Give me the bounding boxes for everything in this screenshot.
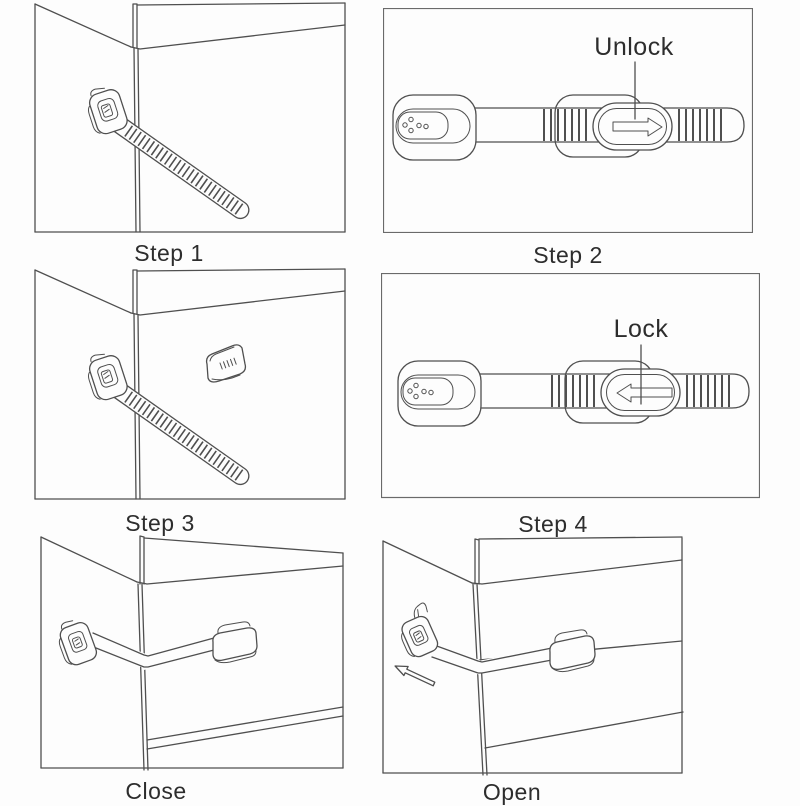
step3-illustration — [34, 268, 346, 500]
open-caption: Open — [482, 779, 542, 805]
strap-outline — [477, 373, 750, 409]
lock-direction-arrow-icon — [616, 383, 673, 403]
cabinet-corner-drawing — [34, 268, 346, 500]
panel-frame — [381, 273, 760, 499]
lock-head — [87, 87, 128, 135]
lock-strap — [431, 644, 553, 675]
lock-device-drawing: Unlock — [392, 33, 745, 161]
strap-catch — [212, 621, 258, 664]
strap-outline — [472, 107, 745, 143]
anchor-base — [392, 94, 477, 161]
release-button — [402, 377, 454, 406]
drawer-seam — [146, 706, 344, 750]
lock-head — [58, 620, 98, 666]
open-direction-arrow-icon — [394, 665, 436, 687]
strap-catch — [549, 629, 596, 673]
cabinet-corner-drawing — [40, 535, 344, 771]
cabinet-corner-drawing — [34, 2, 346, 233]
close-illustration — [40, 535, 344, 771]
lock-label: Lock — [614, 315, 669, 343]
open-illustration — [382, 536, 684, 776]
unlock-label: Unlock — [594, 33, 673, 61]
panel-frame — [383, 8, 753, 233]
lock-strap — [90, 632, 215, 670]
step3-caption: Step 3 — [125, 510, 195, 536]
anchor-base — [397, 360, 482, 427]
step4-caption: Step 4 — [518, 511, 588, 537]
mounting-pad — [205, 344, 247, 383]
step1-caption: Step 1 — [134, 240, 204, 266]
step2-illustration: Unlock — [383, 8, 753, 233]
step2-caption: Step 2 — [533, 242, 603, 268]
lock-device-drawing: Lock — [397, 315, 750, 427]
lock-head — [87, 353, 128, 401]
drawer-seam-lower — [484, 711, 684, 749]
step4-illustration: Lock — [381, 273, 760, 499]
lock-head — [401, 602, 439, 658]
unlock-direction-arrow-icon — [612, 117, 663, 137]
step1-illustration — [34, 2, 346, 233]
release-button — [397, 111, 449, 140]
close-caption: Close — [125, 778, 187, 804]
